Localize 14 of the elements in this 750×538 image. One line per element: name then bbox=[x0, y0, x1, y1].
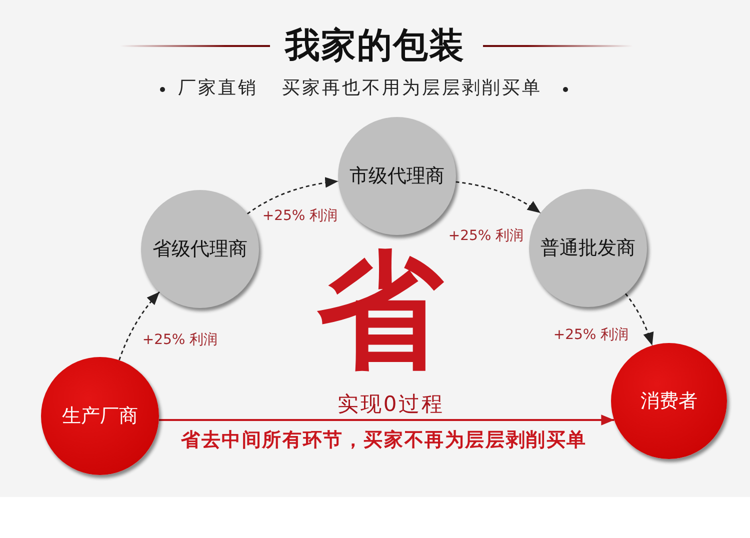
node-label: 省级代理商 bbox=[152, 238, 248, 260]
arrow bbox=[624, 293, 654, 346]
arrow bbox=[456, 181, 541, 214]
arrow bbox=[118, 291, 160, 360]
arrow bbox=[247, 177, 338, 214]
big-character: 省 bbox=[317, 248, 443, 374]
arrow bbox=[158, 414, 614, 426]
title: 我家的包装 bbox=[285, 26, 465, 66]
node-label: 消费者 bbox=[640, 390, 698, 412]
slogan-text: 省去中间所有环节，买家不再为层层剥削买单 bbox=[181, 430, 587, 452]
node-label: 普通批发商 bbox=[540, 236, 636, 260]
node-label: 生产厂商 bbox=[62, 404, 138, 428]
node-label: 市级代理商 bbox=[350, 164, 444, 188]
subtitle: 厂家直销 买家再也不用为层层剥削买单 bbox=[178, 78, 542, 100]
